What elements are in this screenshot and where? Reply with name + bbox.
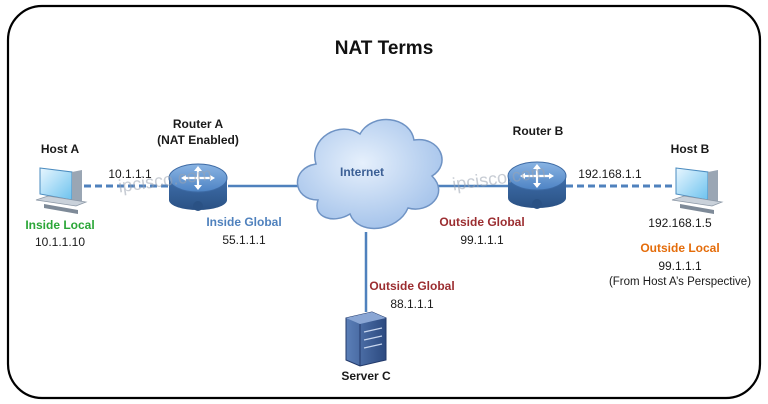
outside-local-note: (From Host A’s Perspective) [608, 276, 752, 288]
host-a-label: Host A [40, 142, 80, 156]
router-a-nat-label: (NAT Enabled) [157, 133, 239, 147]
outside-global-c-ip: 88.1.1.1 [390, 297, 434, 311]
outside-global-c-term: Outside Global [369, 279, 455, 293]
outside-global-b-term: Outside Global [439, 215, 525, 229]
outside-global-b-ip: 99.1.1.1 [460, 233, 504, 247]
outside-local-ip: 99.1.1.1 [658, 259, 702, 273]
host-b-ip: 192.168.1.5 [648, 216, 712, 230]
router-a-icon [168, 163, 228, 211]
server-c-label: Server C [341, 369, 391, 383]
cloud-icon [296, 118, 443, 230]
host-b-link-ip: 192.168.1.1 [578, 167, 642, 181]
host-b-pc-icon [671, 167, 724, 214]
router-a-label: Router A [172, 117, 224, 131]
router-b-icon [507, 161, 567, 209]
internet-label: Internet [339, 165, 385, 179]
inside-local-ip: 10.1.1.10 [34, 235, 86, 249]
inside-global-ip: 55.1.1.1 [222, 233, 266, 247]
router-b-label: Router B [512, 124, 564, 138]
host-a-link-ip: 10.1.1.1 [108, 167, 152, 181]
inside-global-term: Inside Global [206, 215, 282, 229]
diagram-title: NAT Terms [334, 38, 434, 59]
inside-local-term: Inside Local [25, 218, 95, 232]
host-a-pc-icon [35, 167, 88, 214]
outside-local-term: Outside Local [640, 241, 720, 255]
host-b-label: Host B [670, 142, 710, 156]
server-c-icon [345, 311, 387, 367]
